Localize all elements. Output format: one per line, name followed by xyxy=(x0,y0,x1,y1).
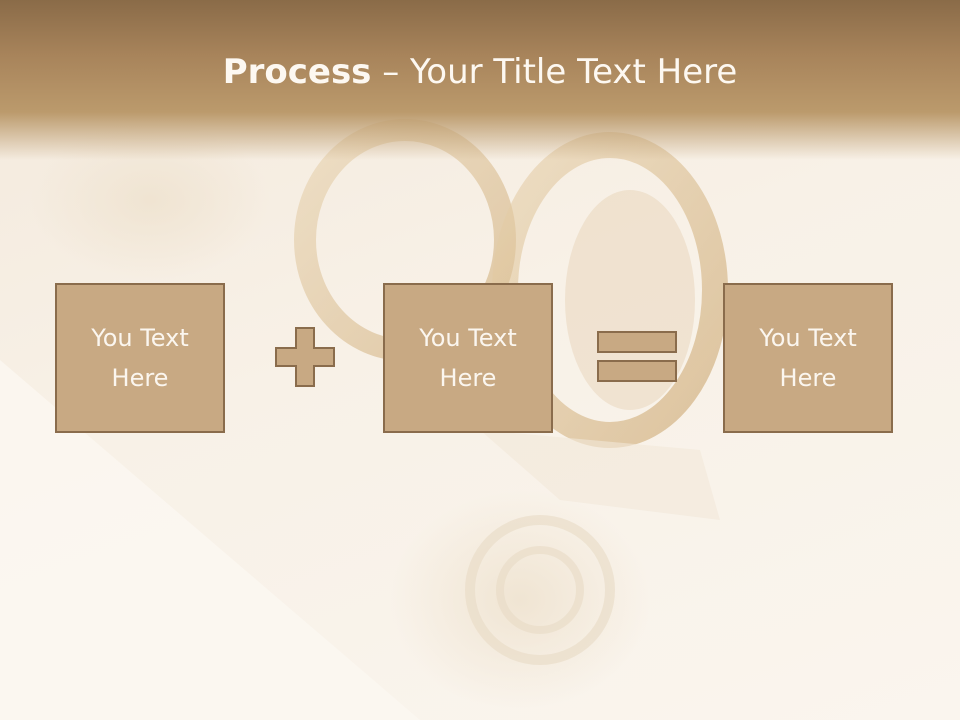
slide-title-rest: – Your Title Text Here xyxy=(371,52,738,92)
process-box-1-text: You Text Here xyxy=(91,324,189,392)
process-box-1[interactable]: You Text Here xyxy=(55,283,225,433)
process-box-2[interactable]: You Text Here xyxy=(383,283,553,433)
plus-icon xyxy=(275,327,335,387)
process-box-3[interactable]: You Text Here xyxy=(723,283,893,433)
process-box-2-text: You Text Here xyxy=(419,324,517,392)
process-box-3-text: You Text Here xyxy=(759,324,857,392)
equals-icon xyxy=(597,331,677,382)
title-bar xyxy=(0,0,960,160)
slide-title[interactable]: Process – Your Title Text Here xyxy=(0,52,960,92)
slide-title-bold: Process xyxy=(222,52,372,92)
